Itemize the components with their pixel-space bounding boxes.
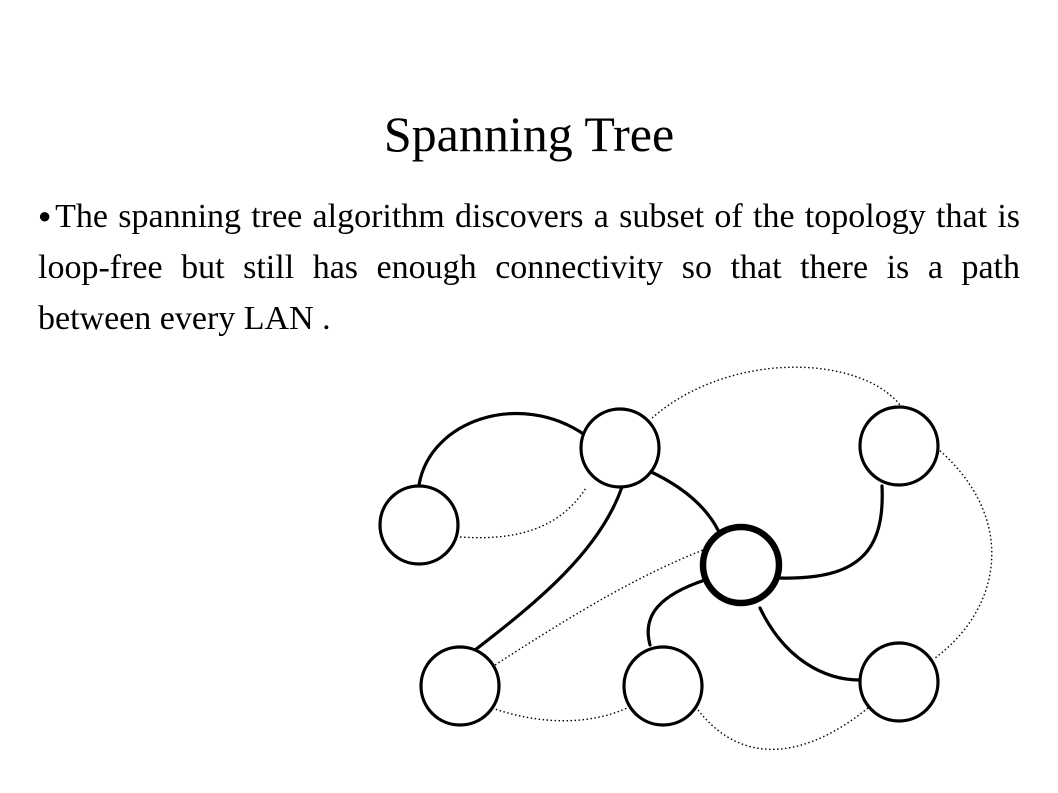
node-n5 xyxy=(419,645,501,727)
node-n6 xyxy=(622,645,704,727)
pruned-link-n2-n3 xyxy=(651,366,901,419)
pruned-link-n5-n6 xyxy=(491,707,628,722)
pruned-link-n5-n4 xyxy=(494,549,704,666)
tree-link-n4-n7 xyxy=(758,606,862,682)
pruned-link-n6-n7 xyxy=(697,707,869,751)
slide-title: Spanning Tree xyxy=(383,106,675,162)
tree-link-n1-n2 xyxy=(417,411,587,487)
pruned-links xyxy=(459,366,993,751)
tree-link-n2-n5 xyxy=(473,485,624,652)
bullet-paragraph: ●The spanning tree algorithm discovers a… xyxy=(38,190,1020,344)
tree-link-n2-n4 xyxy=(645,468,720,532)
pruned-link-n3-n7 xyxy=(934,447,993,659)
node-n2 xyxy=(579,407,661,489)
bullet-text: The spanning tree algorithm discovers a … xyxy=(38,198,1020,337)
tree-link-n3-n4 xyxy=(778,484,884,580)
pruned-link-n1-n2 xyxy=(459,487,587,539)
node-n1 xyxy=(378,484,460,566)
tree-link-n4-n6 xyxy=(646,578,707,647)
node-n7 xyxy=(858,641,940,723)
node-n3 xyxy=(858,405,940,487)
node-n4-root xyxy=(699,523,783,607)
tree-links xyxy=(417,411,884,682)
nodes xyxy=(378,405,940,727)
bullet-marker: ● xyxy=(38,203,54,228)
